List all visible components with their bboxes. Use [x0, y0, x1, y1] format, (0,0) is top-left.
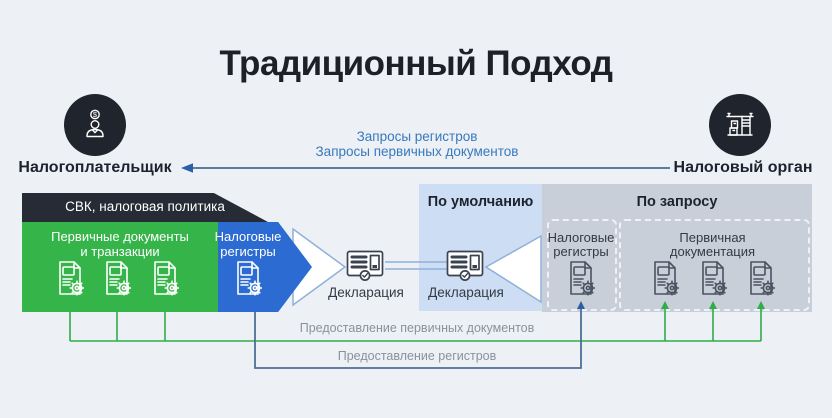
declaration-label: Декларация: [428, 285, 504, 300]
requests-caption: Запросы регистров Запросы первичных доку…: [315, 129, 519, 159]
registers-box-title: Налоговые регистры: [547, 230, 615, 259]
registers-flow-caption: Предоставление регистров: [337, 349, 497, 363]
tax-registers-block-title: Налоговые регистры: [214, 229, 282, 259]
document-gear-icon: [651, 260, 679, 296]
primary-docs-flow-caption: Предоставление первичных документов: [299, 321, 535, 335]
document-gear-icon: [699, 260, 727, 296]
document-gear-icon: [103, 260, 131, 296]
taxpayer-label: Налогоплательщик: [18, 159, 172, 176]
primary-box-title: Первичная документация: [669, 230, 756, 259]
declaration-label: Декларация: [328, 285, 404, 300]
tax-authority-avatar: [709, 94, 771, 156]
svg-text:$: $: [93, 110, 98, 119]
document-gear-icon: [151, 260, 179, 296]
document-gear-icon: [567, 260, 595, 296]
document-gear-icon: [747, 260, 775, 296]
panel-by-default-header: По умолчанию: [427, 194, 534, 210]
primary-docs-block-title: Первичные документы и транзакции: [51, 229, 189, 259]
requests-arrowhead-icon: [181, 163, 193, 173]
person-dollar-icon: $: [86, 109, 104, 138]
policy-band-label: СВК, налоговая политика: [65, 199, 225, 214]
declaration-icon: [346, 250, 384, 282]
document-gear-icon: [56, 260, 84, 296]
document-gear-icon: [234, 260, 262, 296]
tax-authority-label: Налоговый орган: [673, 159, 813, 176]
page-title: Традиционный Подход: [219, 44, 613, 83]
declaration-icon: [446, 250, 484, 282]
panel-on-request-header: По запросу: [636, 194, 718, 210]
panel-on-request: [542, 184, 812, 312]
taxpayer-avatar: $: [64, 94, 126, 156]
tax-office-building-icon: [726, 112, 754, 136]
